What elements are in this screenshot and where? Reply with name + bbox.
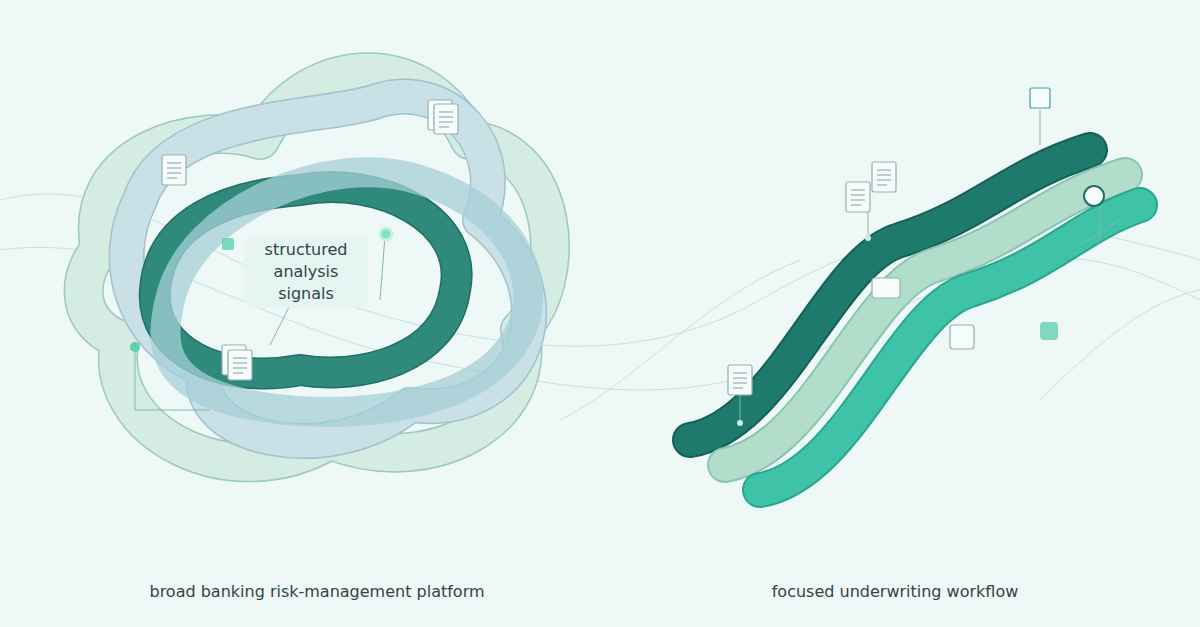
caption-text: broad banking risk-management platform [149, 582, 484, 602]
caption-text: focused underwriting workflow [772, 582, 1019, 602]
callout-label: structured analysis signals [244, 236, 368, 308]
